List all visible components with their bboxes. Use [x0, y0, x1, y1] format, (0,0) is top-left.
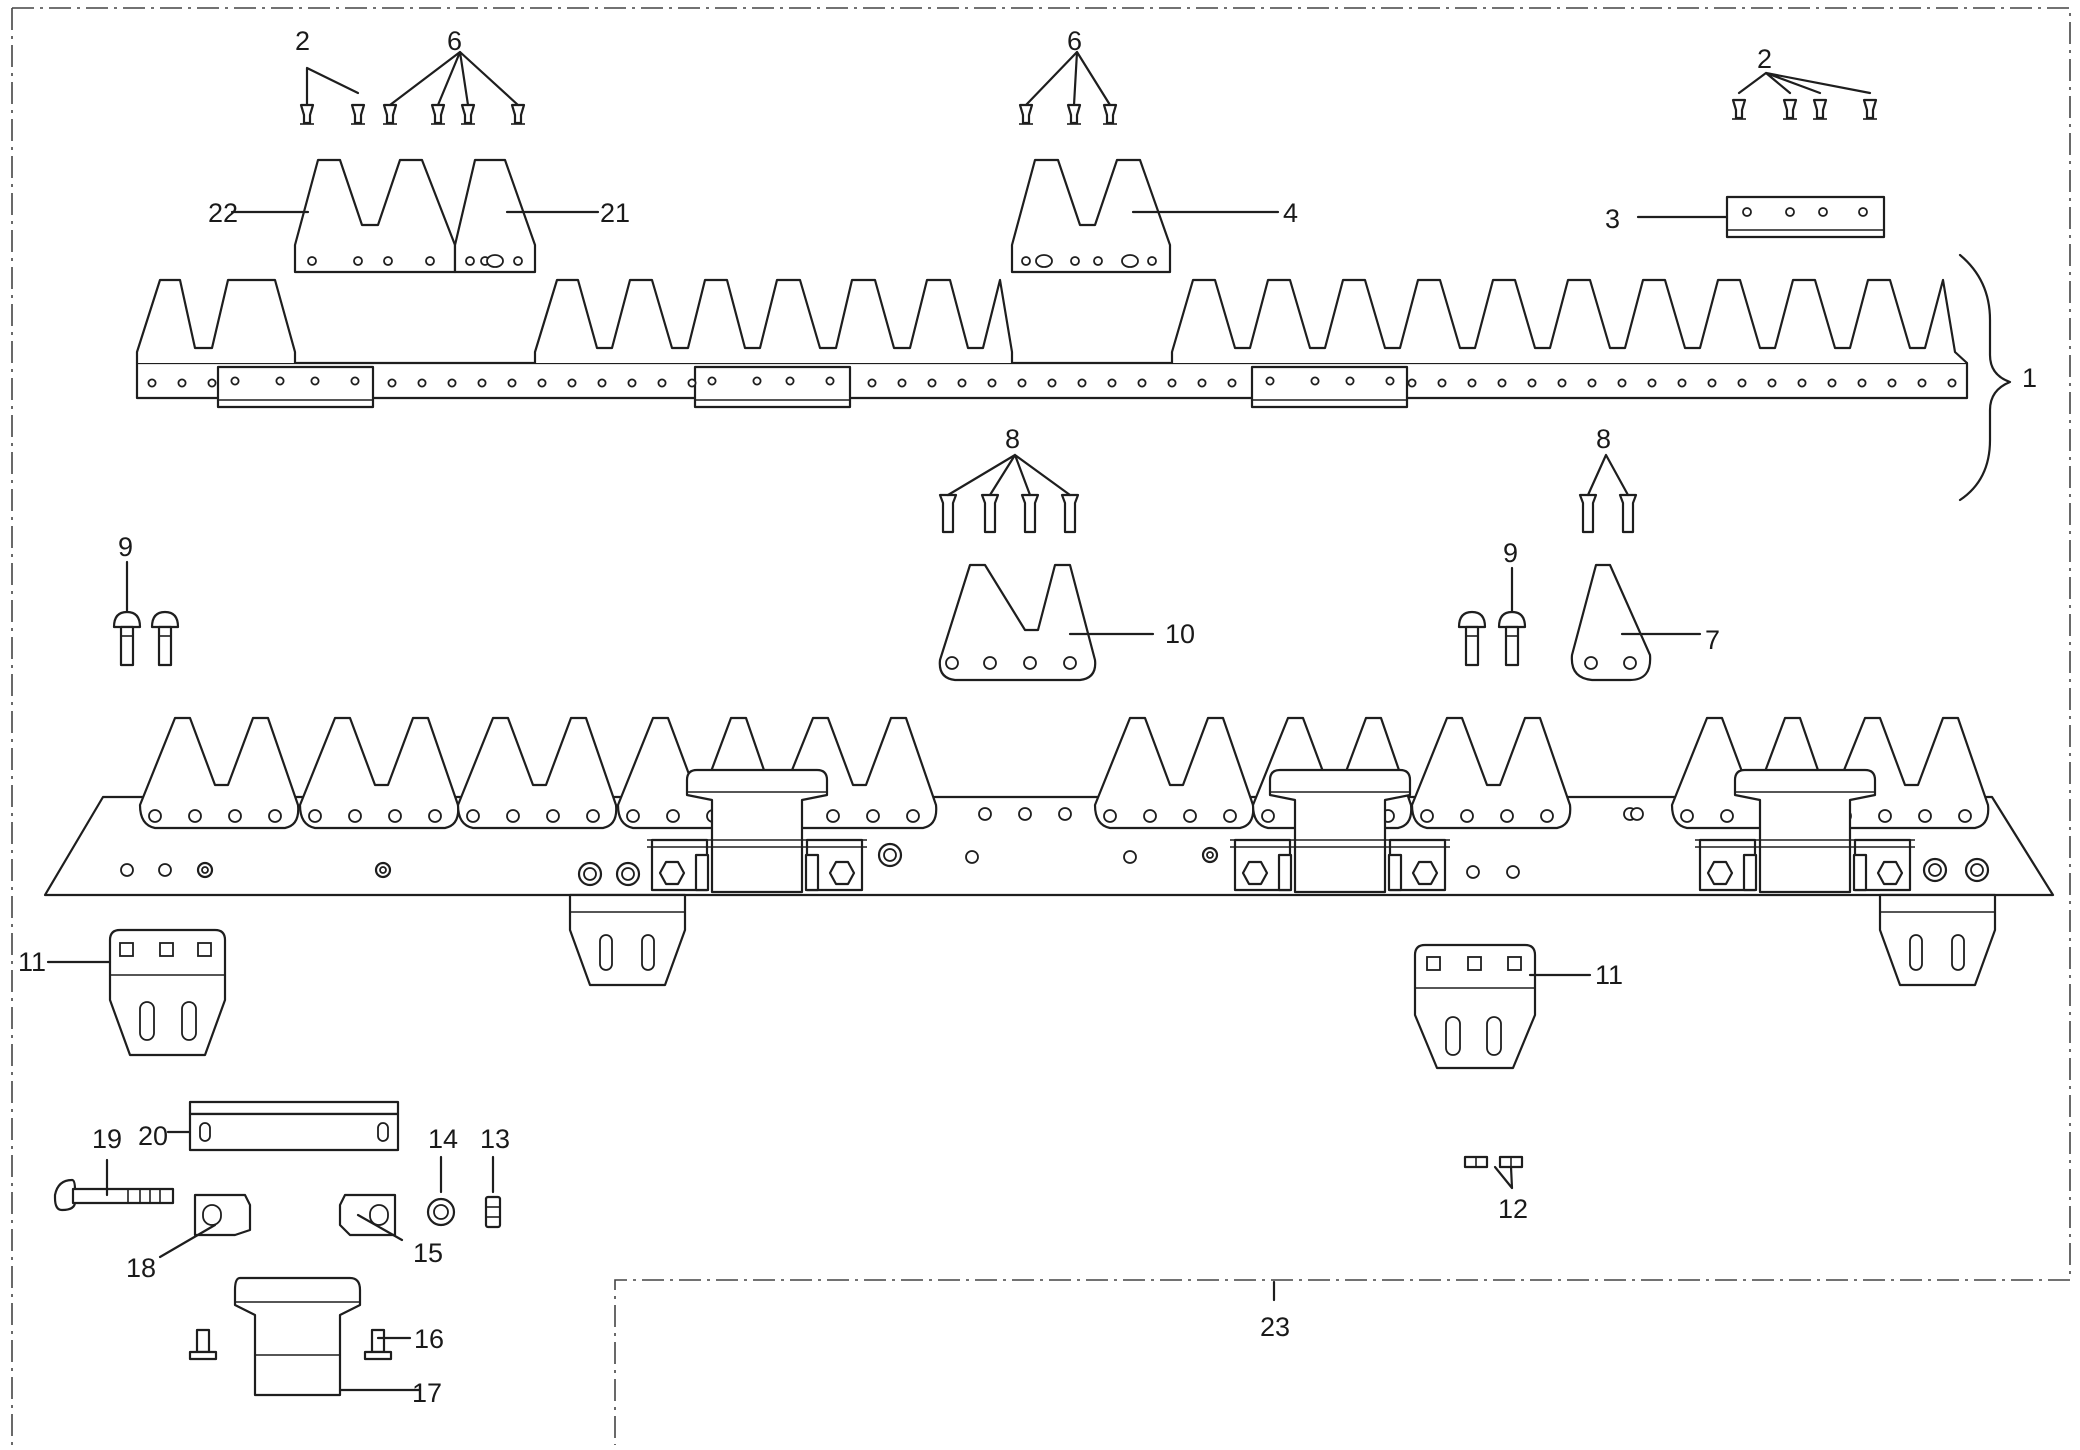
cutter-bar-assembly: [43, 716, 2055, 987]
callout-labels: 2 6 6 2 22 21 4 3 1 8 8 9 9 10 7 11 11 1…: [18, 26, 2037, 1408]
knife-guard-17: [233, 1276, 422, 1397]
callout-8a: 8: [1005, 424, 1020, 454]
callout-2a: 2: [295, 26, 310, 56]
nut-13: [484, 1155, 502, 1229]
callout-3: 3: [1605, 204, 1620, 234]
assembly-boundary: [11, 7, 2071, 1445]
knife-sections-top: [135, 278, 1968, 364]
callout-6a: 6: [447, 26, 462, 56]
callout-4: 4: [1283, 198, 1298, 228]
rivets-and-bolts-top: [299, 98, 1878, 125]
callout-18: 18: [126, 1253, 156, 1283]
knife-section-21: [453, 158, 537, 274]
knife-guards: [647, 768, 1915, 894]
carriage-bolts-9: [112, 560, 1527, 667]
flange-bolts-16: [188, 1328, 412, 1361]
callout-19: 19: [92, 1124, 122, 1154]
callout-8b: 8: [1596, 424, 1611, 454]
splice-plates: [216, 365, 1409, 409]
callout-2b: 2: [1757, 44, 1772, 74]
callout-11a: 11: [18, 947, 46, 977]
bracket-11-right: [1413, 943, 1592, 1070]
callout-9a: 9: [118, 532, 133, 562]
callout-11b: 11: [1595, 960, 1623, 990]
callout-23: 23: [1260, 1312, 1290, 1342]
knife-bar-holes: [147, 376, 1957, 388]
callout-21: 21: [600, 198, 630, 228]
callout-1: 1: [2022, 363, 2037, 393]
callout-20: 20: [138, 1121, 168, 1151]
knife-section-22: [293, 158, 457, 274]
bracket-11-left: [46, 928, 227, 1057]
callout-12: 12: [1498, 1194, 1528, 1224]
callout-22: 22: [208, 198, 238, 228]
cutter-bar-holes: [120, 807, 1990, 887]
spacer-18: [158, 1193, 252, 1259]
hex-bolts-12: [1463, 1155, 1524, 1190]
assembly-brace: [1958, 253, 2012, 502]
callout-15: 15: [413, 1238, 443, 1268]
rivets-8: [938, 493, 1638, 534]
callout-7: 7: [1705, 625, 1720, 655]
callout-6b: 6: [1067, 26, 1082, 56]
callout-10: 10: [1165, 619, 1195, 649]
knife-bar-assembly: [135, 253, 2012, 502]
leader-lines-top: [230, 50, 1872, 219]
washer-14: [426, 1155, 456, 1227]
bolt-19: [53, 1158, 175, 1212]
knife-section-10: [938, 563, 1155, 682]
callout-9b: 9: [1503, 538, 1518, 568]
plate-20: [166, 1100, 400, 1152]
callout-13: 13: [480, 1124, 510, 1154]
mounting-feet: [568, 893, 1997, 987]
callout-17: 17: [412, 1378, 442, 1408]
callout-14: 14: [428, 1124, 458, 1154]
leader-lines-8: [946, 453, 1630, 497]
spacer-15: [338, 1193, 404, 1242]
callout-16: 16: [414, 1324, 444, 1354]
knife-section-7: [1570, 563, 1702, 682]
knife-section-4: [1010, 158, 1172, 274]
splice-plate-3: [1725, 195, 1886, 239]
